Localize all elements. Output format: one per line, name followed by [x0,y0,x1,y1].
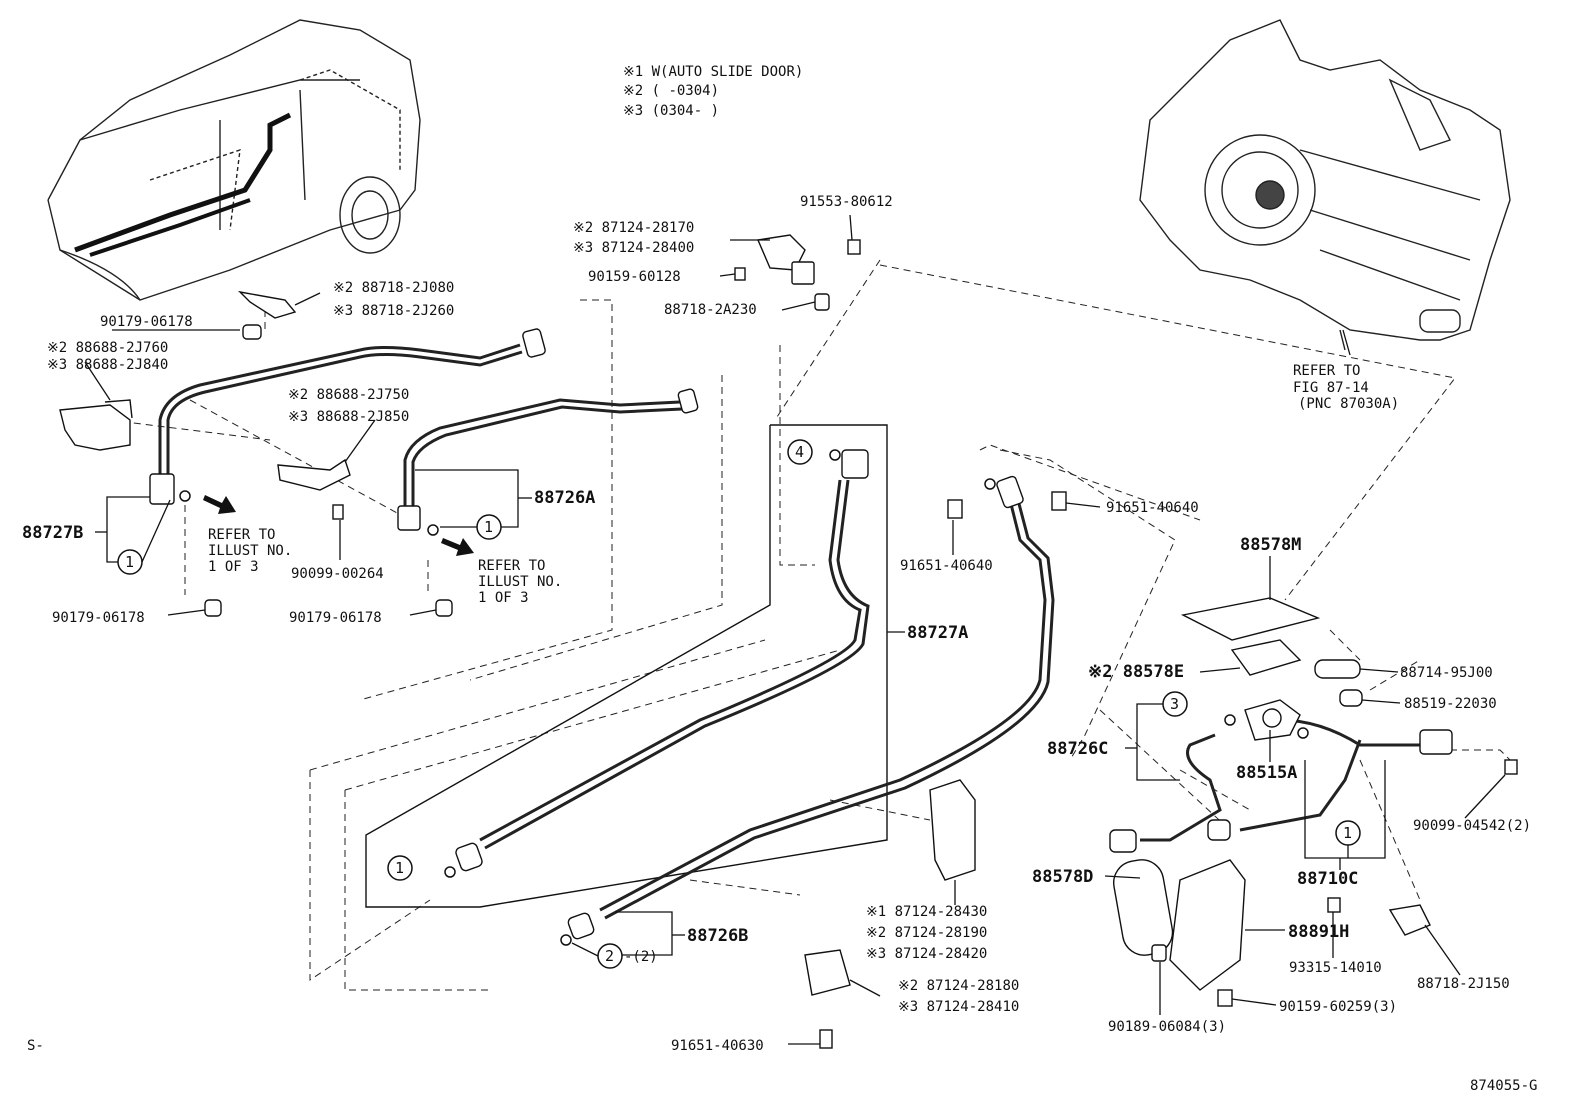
part-label-major: 88727B [22,523,83,543]
fig-reference: REFER TO FIG 87-14 (PNC 87030A) [1293,363,1399,412]
part-label-major: 88710C [1297,869,1358,889]
part-label: 88718-2A230 [664,302,757,318]
fig-ref-line-1: REFER TO [1293,363,1360,379]
note-line-3: ※3 (0304- ) [623,103,719,119]
part-labels: 91553-80612 ※2 87124-28170 ※3 87124-2840… [22,194,1531,1054]
part-label: ※1 87124-28430 [866,904,987,920]
part-label: ※3 87124-28410 [898,999,1019,1015]
part-label-major: ※2 88578E [1088,662,1184,682]
blower-unit-illustration [1139,19,1511,351]
refer-arrow-left-icon [203,495,236,514]
part-label: 91651-40640 [900,558,993,574]
vehicle-illustration [47,19,421,301]
part-label: 91651-40630 [671,1038,764,1054]
refer-arrow-mid-icon [441,538,474,556]
part-label: 88714-95J00 [1400,665,1493,681]
part-label-major: 88891H [1288,922,1349,942]
part-label: ※3 88688-2J840 [47,357,168,373]
part-label: ※3 87124-28400 [573,240,694,256]
callout-3: 3 [1170,695,1179,713]
refer-left-line-3: 1 OF 3 [208,559,259,575]
part-label: 88519-22030 [1404,696,1497,712]
note-line-2: ※2 ( -0304) [623,83,719,99]
fig-ref-line-2: FIG 87-14 [1293,380,1369,396]
leader-lines [84,214,1506,1045]
callout-1-mid: 1 [484,518,493,536]
refer-mid-line-1: REFER TO [478,558,545,574]
callout-1-left: 1 [125,553,134,571]
corner-code-left: S- [27,1038,44,1054]
note-line-1: ※1 W(AUTO SLIDE DOOR) [623,64,803,80]
callout-circle-4 [787,439,813,465]
part-label: ※2 87124-28190 [866,925,987,941]
part-label: ※3 88688-2J850 [288,409,409,425]
part-label: 93315-14010 [1289,960,1382,976]
part-label: 91553-80612 [800,194,893,210]
callout-circle-1-lower [387,855,413,881]
legend-notes: ※1 W(AUTO SLIDE DOOR) ※2 ( -0304) ※3 (03… [623,64,803,119]
part-label: ※2 88688-2J760 [47,340,168,356]
fig-ref-line-3: (PNC 87030A) [1298,396,1399,412]
part-label: 90189-06084(3) [1108,1019,1226,1035]
part-label-major: 88578D [1032,867,1093,887]
part-label: ※3 87124-28420 [866,946,987,962]
part-label-major: 88726C [1047,739,1108,759]
part-label: ※2 88718-2J080 [333,280,454,296]
refer-mid-line-3: 1 OF 3 [478,590,529,606]
refer-left-line-2: ILLUST NO. [208,543,292,559]
callout-1-right: 1 [1343,824,1352,842]
callout-2-qty: -(2) [624,949,658,965]
part-label: ※2 88688-2J750 [288,387,409,403]
part-label: 90159-60128 [588,269,681,285]
refer-arrows [203,495,474,556]
part-label-major: 88578M [1240,535,1301,555]
part-label-major: 88726B [687,926,748,946]
figure-id: 874055-G [1470,1078,1537,1094]
part-label-major: 88515A [1236,763,1297,783]
part-label: ※3 88718-2J260 [333,303,454,319]
part-shapes [59,234,1518,1049]
callout-2: 2 [605,947,614,965]
part-label-major: 88726A [534,488,595,508]
refer-mid-line-2: ILLUST NO. [478,574,562,590]
dashed-guides [109,259,1511,991]
part-label: 90179-06178 [100,314,193,330]
part-label: 90179-06178 [289,610,382,626]
part-label: 90099-04542(2) [1413,818,1531,834]
part-label: 90099-00264 [291,566,384,582]
part-label-major: 88727A [907,623,968,643]
pipe-lines [158,343,1420,920]
part-label: 91651-40640 [1106,500,1199,516]
callout-1-lower: 1 [395,859,404,877]
part-label: 90159-60259(3) [1279,999,1397,1015]
part-label: ※2 87124-28180 [898,978,1019,994]
refer-illust-left: REFER TO ILLUST NO. 1 OF 3 [208,527,292,575]
part-label: 88718-2J150 [1417,976,1510,992]
callout-4: 4 [795,443,804,461]
callout-numbers: 1 1 1 2 3 4 1 -(2) [125,443,1352,965]
part-label: 90179-06178 [52,610,145,626]
refer-left-line-1: REFER TO [208,527,275,543]
assembly-box-88727a [365,424,888,908]
refer-illust-mid: REFER TO ILLUST NO. 1 OF 3 [478,558,562,606]
part-label: ※2 87124-28170 [573,220,694,236]
